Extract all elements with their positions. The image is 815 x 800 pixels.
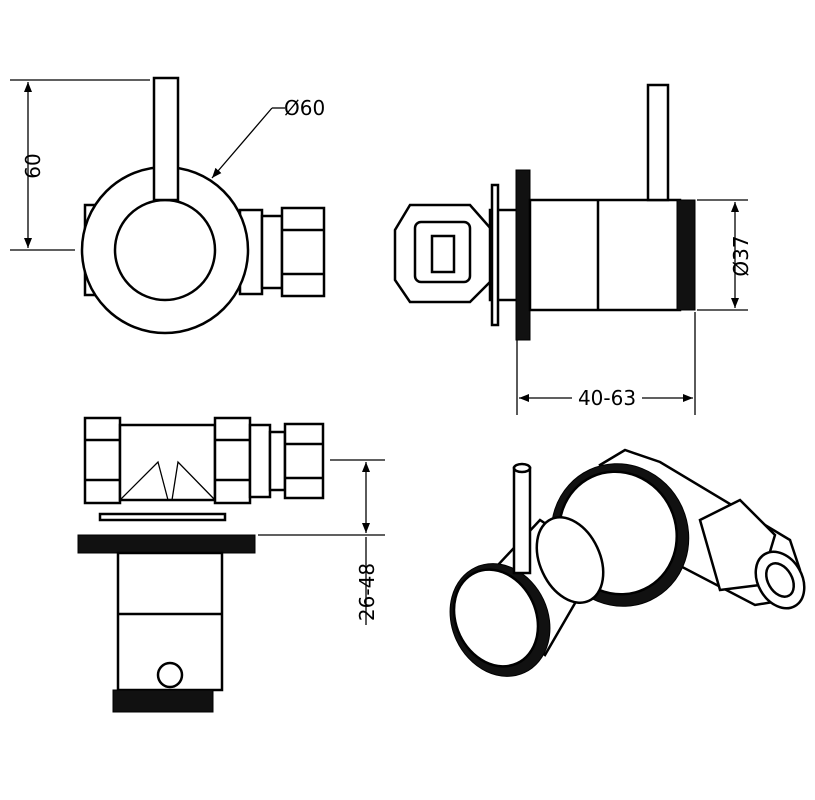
projection-26-48-label: 26-48: [355, 563, 379, 621]
isometric-view: [449, 448, 806, 677]
top-view: 26-48: [77, 416, 385, 713]
side-lever: [646, 83, 670, 202]
handle-plate-inner: [113, 198, 217, 302]
lever: [152, 76, 180, 202]
front-view: 60 Ø60: [10, 76, 326, 335]
iso-lever: [512, 466, 532, 575]
side-view: Ø37 40-63: [393, 83, 753, 415]
diameter-60-label: Ø60: [284, 96, 325, 120]
diameter-37-label: Ø37: [729, 235, 753, 276]
height-label: 60: [21, 153, 45, 178]
depth-40-63-label: 40-63: [578, 386, 636, 410]
